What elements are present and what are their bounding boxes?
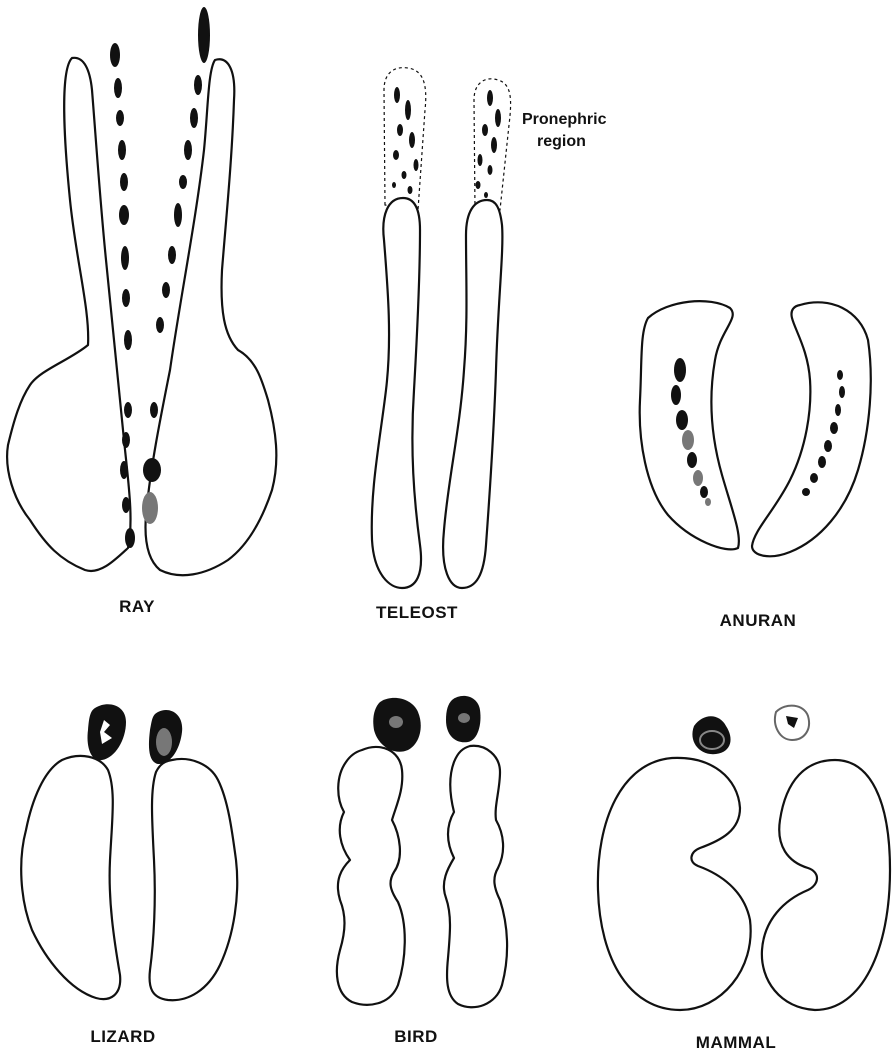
ray-right-kidney [146,59,277,575]
bird-left-adrenal-core [389,716,403,728]
ray-label: RAY [119,597,155,616]
ray-left-kidney [7,58,130,571]
lizard-left-adrenal [88,704,126,760]
lizard-left-kidney [21,756,120,999]
pronephric-region-label-line1: Pronephric [522,111,607,128]
lizard-right-kidney [150,759,238,1000]
pronephric-region-label-line2: region [537,133,586,150]
bird-label: BIRD [394,1027,438,1046]
ray-figure: RAY [7,7,276,616]
anuran-figure: ANURAN [640,301,871,630]
mammal-label: MAMMAL [696,1033,776,1052]
bird-right-adrenal-core [458,713,470,723]
mammal-figure: MAMMAL [598,706,890,1052]
teleost-left-pronephros [384,68,426,210]
lizard-right-adrenal-core [156,728,172,756]
anuran-label: ANURAN [720,611,797,630]
lizard-figure: LIZARD [21,704,237,1046]
teleost-right-kidney [443,200,502,588]
mammal-left-kidney [598,758,751,1010]
anuran-left-kidney [640,301,739,549]
mammal-right-kidney [762,760,890,1010]
teleost-left-kidney [372,198,421,588]
bird-right-kidney [444,746,507,1007]
teleost-label: TELEOST [376,603,458,622]
bird-left-kidney [337,747,405,1005]
bird-figure: BIRD [337,696,507,1046]
anuran-right-kidney [752,302,871,556]
teleost-figure: Pronephric region TELEOST [372,68,607,622]
lizard-label: LIZARD [90,1027,155,1046]
